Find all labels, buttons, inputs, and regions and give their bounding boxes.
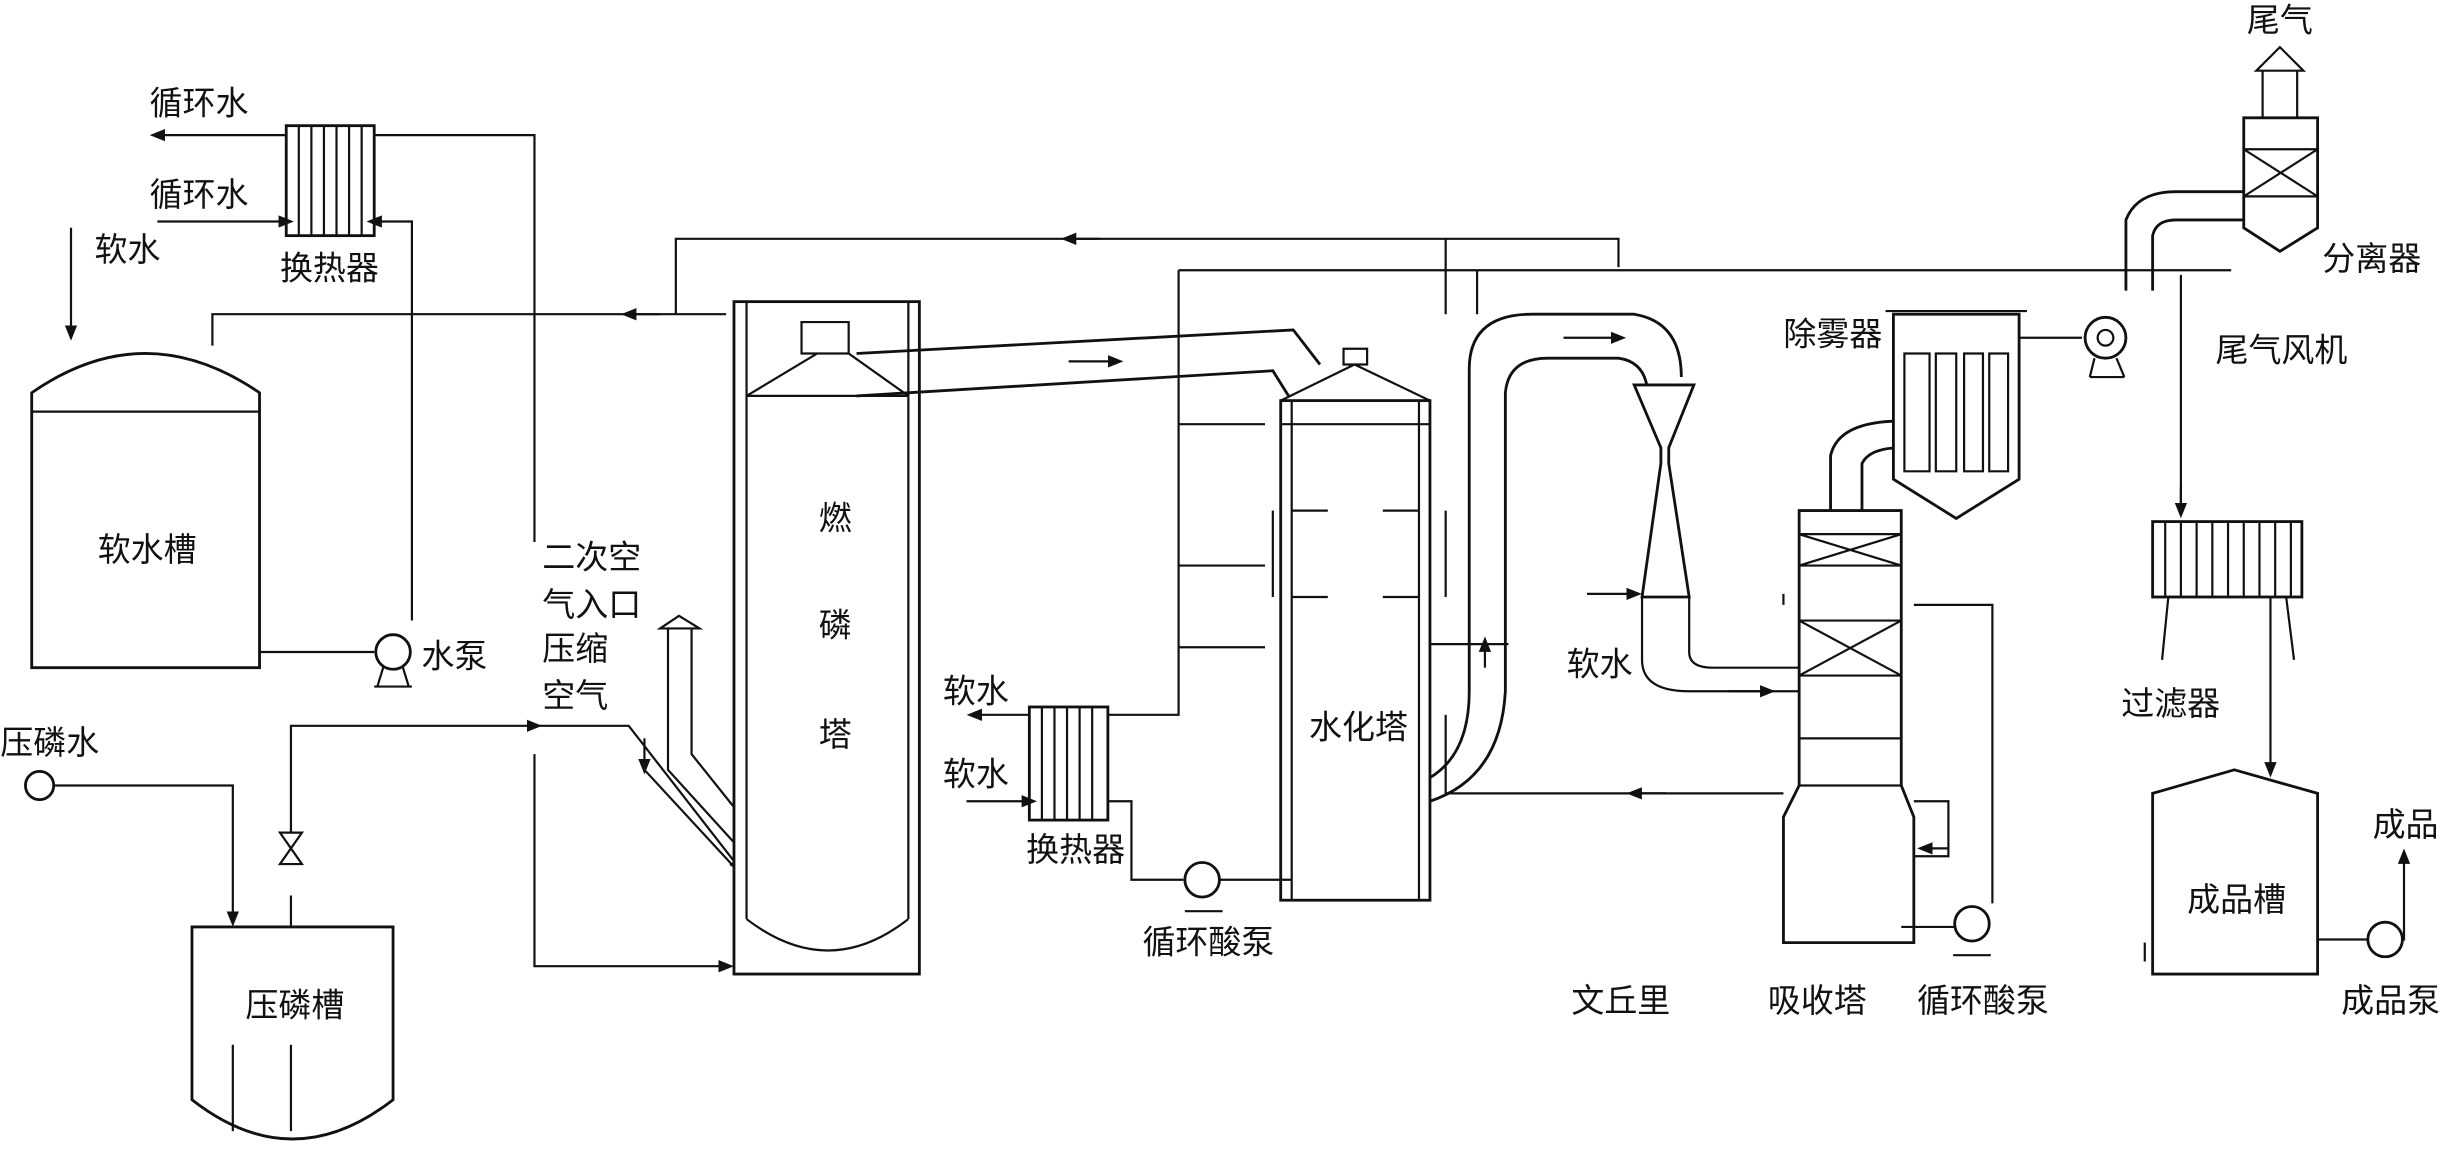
water-pump <box>374 633 412 688</box>
demister-label: 除雾器 <box>1783 315 1882 354</box>
circulating-water-in-label: 循环水 <box>150 175 249 214</box>
venturi-label: 文丘里 <box>1571 981 1670 1020</box>
tail-gas-fan <box>2083 190 2244 379</box>
product-tank <box>2143 768 2370 976</box>
separator <box>2242 45 2320 254</box>
heat-exchanger-top <box>149 124 726 967</box>
compressed-air-line1: 压缩 <box>542 629 608 668</box>
soft-water-tank <box>30 232 1620 670</box>
circulating-acid-pump-1 <box>1183 861 1292 913</box>
secondary-air-inlet-line1: 二次空 <box>542 538 641 577</box>
compressed-air-label-2: 空气 <box>542 676 608 715</box>
combustion-tower-label-1: 燃 <box>819 498 852 537</box>
soft-water-tank-label: 软水槽 <box>98 530 197 569</box>
circulating-acid-pump-2 <box>1953 905 1991 957</box>
soft-water-venturi-label: 软水 <box>1567 645 1633 684</box>
soft-water-top-label: 软水 <box>95 230 161 269</box>
filter-label: 过滤器 <box>2121 684 2220 723</box>
heat-exchanger-bottom-label: 换热器 <box>1026 830 1125 869</box>
product-pump <box>2366 848 2411 959</box>
product-label: 成品 <box>2373 805 2439 844</box>
hydration-tower <box>1107 238 2232 902</box>
filter <box>2151 274 2304 778</box>
absorption-tower-label: 吸收塔 <box>1768 981 1867 1020</box>
combustion-tower-label-2: 磷 <box>819 605 852 644</box>
tail-gas-fan-label: 尾气风机 <box>2215 330 2347 369</box>
separator-label: 分离器 <box>2322 239 2421 278</box>
hydration-tower-label: 水化塔 <box>1309 707 1408 746</box>
soft-water-he-out-label: 软水 <box>943 671 1009 710</box>
product-pump-label: 成品泵 <box>2341 981 2440 1020</box>
heat-exchanger-bottom <box>966 705 1184 881</box>
soft-water-he-in-label: 软水 <box>943 755 1009 794</box>
phosphorus-press-pump <box>24 769 239 927</box>
secondary-air-inlet-label-2: 气入口 <box>542 585 641 624</box>
tail-gas-label: 尾气 <box>2247 0 2313 39</box>
circulating-acid-pump-1-label: 循环酸泵 <box>1142 923 1274 962</box>
venturi <box>1587 383 1800 698</box>
secondary-air-inlet-line2: 气入口 <box>542 585 641 624</box>
circulating-acid-pump-2-label: 循环酸泵 <box>1917 981 2049 1020</box>
heat-exchanger-top-label: 换热器 <box>280 249 379 288</box>
secondary-air-inlet-label: 二次空 <box>542 538 641 577</box>
demister <box>1885 309 2082 521</box>
compressed-air-line2: 空气 <box>542 676 608 715</box>
venturi-inlet-duct <box>1429 312 1683 803</box>
gas-duct <box>856 328 1322 398</box>
water-pump-label: 水泵 <box>421 637 487 676</box>
combustion-tower <box>732 300 921 976</box>
phosphorus-press-water-label: 压磷水 <box>0 723 99 762</box>
combustion-tower-label-3: 塔 <box>819 715 852 754</box>
air-inlet-pipe <box>289 614 756 874</box>
circulating-water-out-label: 循环水 <box>150 84 249 123</box>
phosphorus-press-tank-label: 压磷槽 <box>245 985 344 1024</box>
product-tank-label: 成品槽 <box>2187 880 2286 919</box>
compressed-air-label: 压缩 <box>542 629 608 668</box>
phosphorus-press-tank <box>190 831 395 1141</box>
